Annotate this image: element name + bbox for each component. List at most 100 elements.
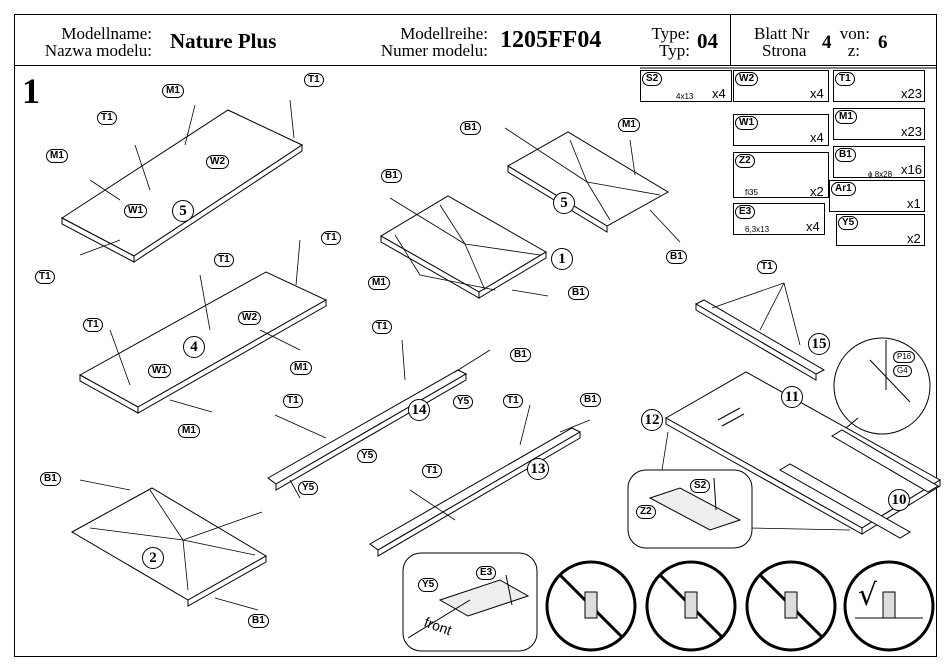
panel-number: 1 xyxy=(551,248,573,270)
page-frame xyxy=(14,14,937,657)
type-number: 04 xyxy=(697,29,718,53)
part-code: S2 xyxy=(642,72,663,86)
callout-z2: Z2 xyxy=(636,505,656,519)
part-spec: ϕ 8x28 xyxy=(868,170,893,179)
callout-g4: G4 xyxy=(893,365,912,377)
panel-number: 15 xyxy=(808,333,830,355)
series-label-de: Modellreihe: xyxy=(400,24,488,43)
callout-w2: W2 xyxy=(238,311,261,325)
board-panel-3 xyxy=(61,109,304,263)
callout-t1: T1 xyxy=(35,270,55,284)
board-panel-1 xyxy=(380,195,547,299)
type-label-de: Type: xyxy=(651,24,690,43)
sheet-number: 4 xyxy=(822,32,832,53)
part-code: W2 xyxy=(735,72,758,86)
board-panel-2 xyxy=(70,487,267,607)
part-qty: x23 xyxy=(901,86,922,101)
sheet-label-de: Blatt Nr xyxy=(754,24,810,43)
part-qty: x16 xyxy=(901,162,922,177)
callout-m1: M1 xyxy=(162,84,184,98)
rail-panel-13 xyxy=(369,427,582,557)
panel-number: 2 xyxy=(142,547,164,569)
part-qty: x4 xyxy=(810,130,824,145)
part-code: Y5 xyxy=(838,216,859,230)
part-qty: x2 xyxy=(810,184,824,199)
panel-number: 5 xyxy=(172,200,194,222)
assembly-arrows xyxy=(79,99,851,611)
callout-m1: M1 xyxy=(618,118,640,132)
part-qty: x1 xyxy=(907,196,921,211)
callout-w1: W1 xyxy=(148,364,171,378)
model-name: Nature Plus xyxy=(170,29,277,53)
callout-m1: M1 xyxy=(178,424,200,438)
callout-t1: T1 xyxy=(422,464,442,478)
part-code: W1 xyxy=(735,116,758,130)
callout-w2: W2 xyxy=(206,155,229,169)
part-spec: fi35 xyxy=(745,188,758,197)
callout-t1: T1 xyxy=(214,253,234,267)
detail-hinge-mount xyxy=(627,469,753,549)
part-qty: x4 xyxy=(810,86,824,101)
board-panel-4 xyxy=(78,271,328,414)
part-qty: x23 xyxy=(901,124,922,139)
callout-y5: Y5 xyxy=(298,481,319,495)
callout-b1: B1 xyxy=(248,614,269,628)
callout-t1: T1 xyxy=(757,260,777,274)
sheet-total: 6 xyxy=(878,32,888,53)
type-label-pl: Typ: xyxy=(659,41,690,60)
callout-m1: M1 xyxy=(46,149,68,163)
panel-number: 4 xyxy=(183,336,205,358)
model-name-label-de: Modellname: xyxy=(61,24,152,43)
header-divider xyxy=(730,14,731,65)
part-qty: x2 xyxy=(907,231,921,246)
panel-number: 13 xyxy=(527,458,549,480)
callout-t1: T1 xyxy=(83,318,103,332)
callout-y5: Y5 xyxy=(357,449,378,463)
callout-t1: T1 xyxy=(372,320,392,334)
callout-y5: Y5 xyxy=(418,578,439,592)
callout-b1: B1 xyxy=(460,121,481,135)
callout-t1: T1 xyxy=(97,111,117,125)
detail-circle-hinge xyxy=(833,337,931,435)
part-code: Z2 xyxy=(735,154,755,168)
callout-m1: M1 xyxy=(368,276,390,290)
model-name-label-pl: Nazwa modelu: xyxy=(44,41,152,60)
panel-number: 12 xyxy=(641,409,663,431)
part-code: B1 xyxy=(835,148,856,162)
callout-m1: M1 xyxy=(290,361,312,375)
callout-b1: B1 xyxy=(381,169,402,183)
callout-b1: B1 xyxy=(568,286,589,300)
part-qty: x4 xyxy=(806,219,820,234)
callout-y5: Y5 xyxy=(453,395,474,409)
callout-b1: B1 xyxy=(40,472,61,486)
series-label-pl: Numer modelu: xyxy=(380,41,488,60)
callout-e3: E3 xyxy=(476,566,497,580)
callout-b1: B1 xyxy=(580,393,601,407)
rail-panel-15 xyxy=(694,299,826,381)
part-code: Ar1 xyxy=(831,182,856,196)
callout-b1: B1 xyxy=(510,348,531,362)
sheet-label-pl: Strona xyxy=(762,41,807,60)
panel-number: 5 xyxy=(553,192,575,214)
callout-s2: S2 xyxy=(690,479,711,493)
panel-number: 14 xyxy=(408,399,430,421)
callout-p16: P16 xyxy=(893,351,916,363)
callout-b1: B1 xyxy=(666,250,687,264)
callout-t1: T1 xyxy=(283,394,303,408)
panel-number: 11 xyxy=(781,386,803,408)
part-code: M1 xyxy=(835,110,857,124)
part-code: E3 xyxy=(735,205,756,219)
of-label-pl: z: xyxy=(847,41,860,60)
callout-w1: W1 xyxy=(124,204,147,218)
step-number: 1 xyxy=(22,71,40,111)
series-number: 1205FF04 xyxy=(500,27,602,53)
part-qty: x4 xyxy=(712,86,726,101)
checkmark-icon: √ xyxy=(858,578,878,613)
title-block xyxy=(14,14,937,66)
callout-t1: T1 xyxy=(304,73,324,87)
callout-t1: T1 xyxy=(321,231,341,245)
callout-t1: T1 xyxy=(503,394,523,408)
of-label-de: von: xyxy=(839,24,870,43)
